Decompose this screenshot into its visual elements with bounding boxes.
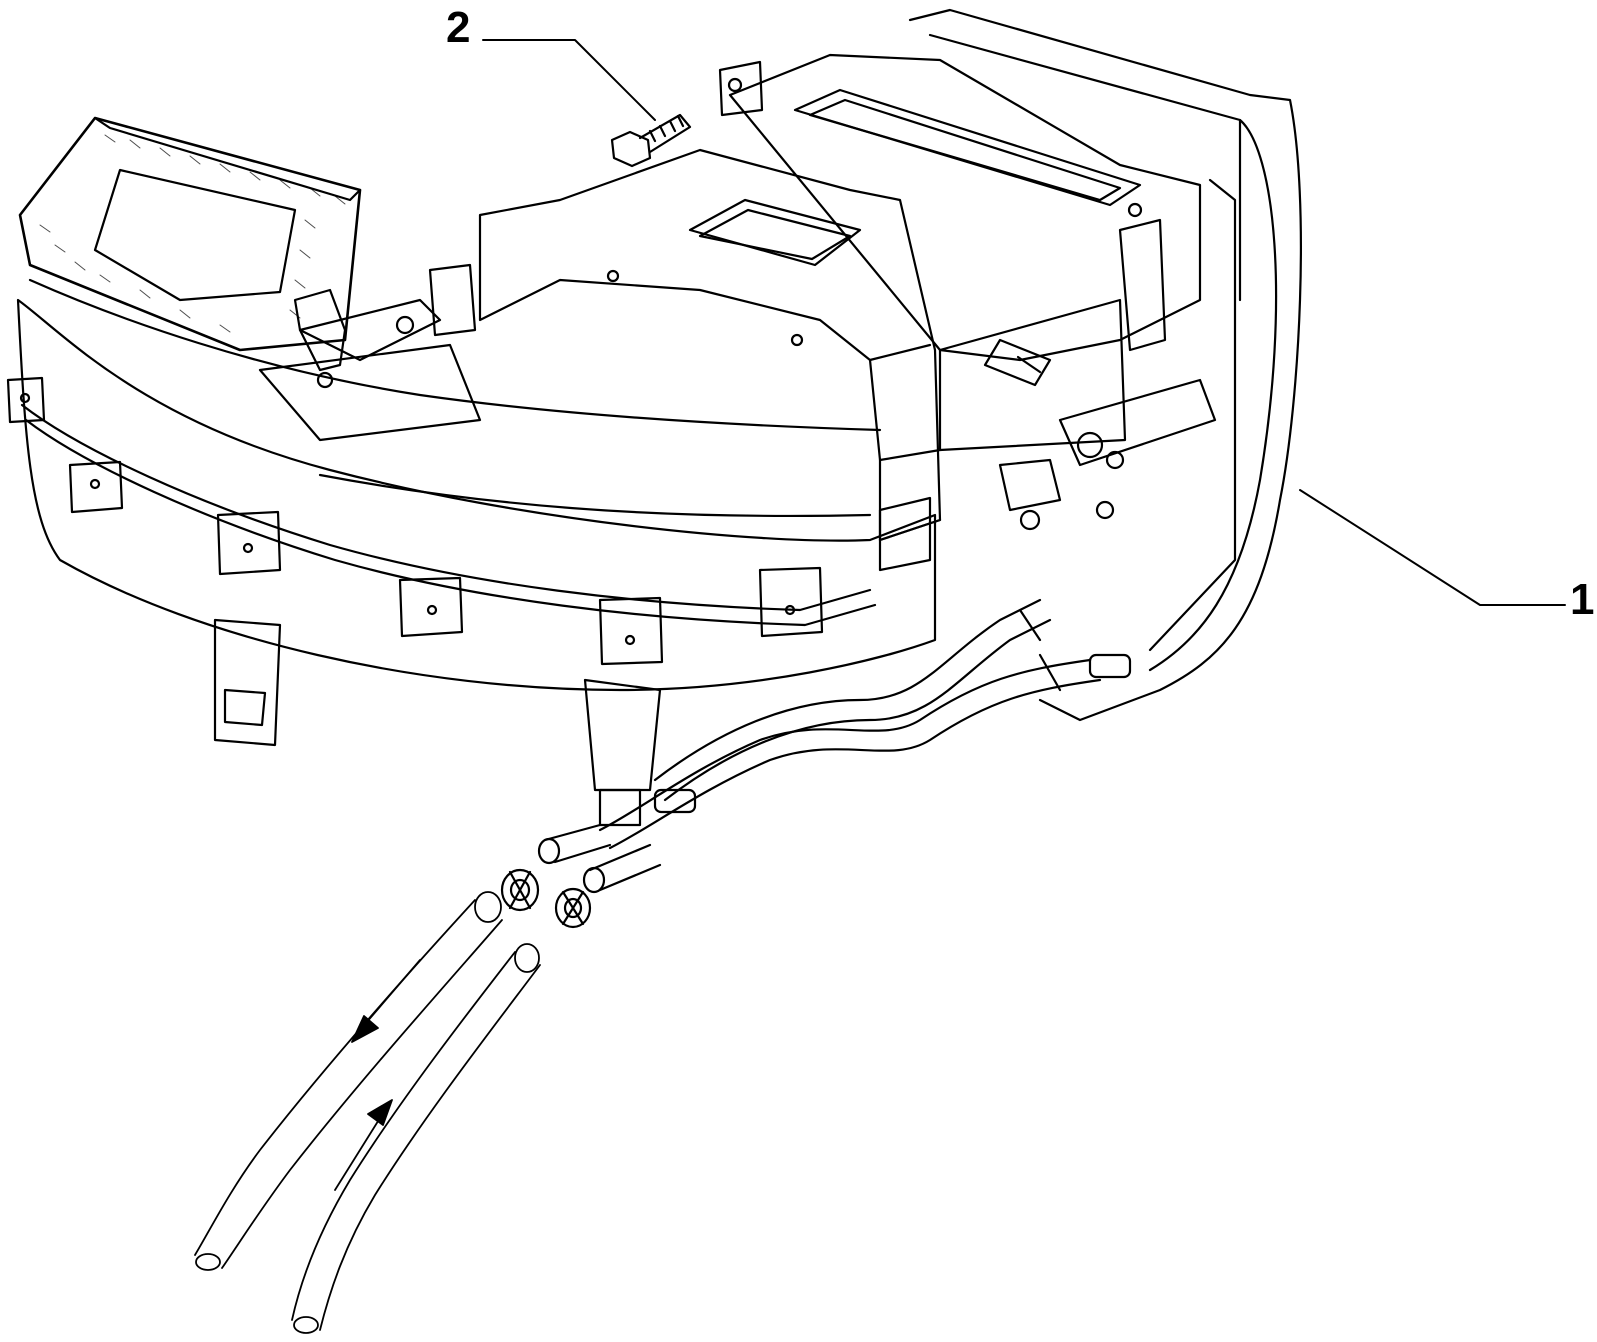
callout-label-1: 1 bbox=[1570, 575, 1595, 624]
coolant-hoses bbox=[194, 891, 541, 1334]
callout-label-2: 2 bbox=[446, 3, 471, 52]
hose-clamps bbox=[500, 868, 592, 929]
leader-line-1 bbox=[1299, 489, 1566, 606]
leader-line-2 bbox=[482, 39, 656, 121]
heater-housing bbox=[6, 8, 1303, 827]
heater-pipes bbox=[537, 598, 1132, 894]
screw bbox=[610, 113, 692, 168]
